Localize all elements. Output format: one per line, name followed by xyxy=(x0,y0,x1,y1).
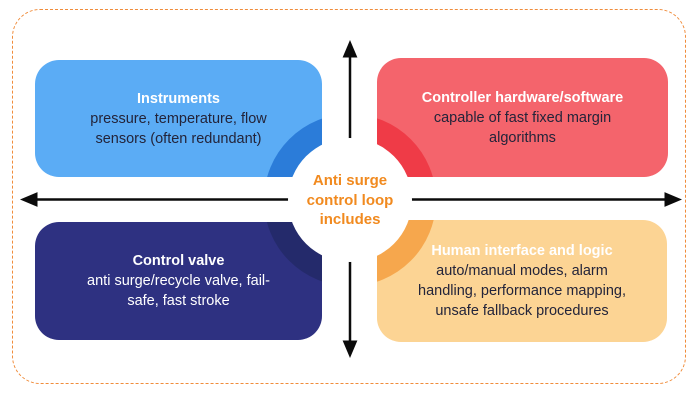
quadrant-body-instruments: pressure, temperature, flow sensors (oft… xyxy=(90,110,267,147)
quadrant-title-control-valve: Control valve xyxy=(132,253,225,269)
arrowhead-left-icon xyxy=(20,192,38,207)
quadrant-control-valve: Control valve anti surge/recycle valve, … xyxy=(35,222,322,340)
quadrant-instruments: Instruments pressure, temperature, flow … xyxy=(35,60,322,177)
quadrant-body-controller: capable of fast fixed margin algorithms xyxy=(433,109,612,146)
quadrant-title-controller: Controller hardware/software xyxy=(421,89,624,106)
arrowhead-down-icon xyxy=(342,340,358,358)
arrowhead-right-icon xyxy=(664,192,682,207)
quadrant-body-human-interface: auto/manual modes, alarm handling, perfo… xyxy=(418,263,626,319)
quadrant-body-control-valve: anti surge/recycle valve, fail-safe, fas… xyxy=(87,273,270,309)
quadrant-title-human-interface: Human interface and logic xyxy=(431,243,613,259)
quadrant-controller-hardware-software: Controller hardware/software capable of … xyxy=(377,58,668,177)
quadrant-human-interface-and-logic: Human interface and logic auto/manual mo… xyxy=(377,220,667,342)
center-label: Anti surge control loop includes xyxy=(306,172,394,228)
quadrant-title-instruments: Instruments xyxy=(137,90,220,107)
dashed-border-frame xyxy=(12,9,686,384)
center-circle xyxy=(288,138,412,262)
arrowhead-up-icon xyxy=(342,40,358,58)
